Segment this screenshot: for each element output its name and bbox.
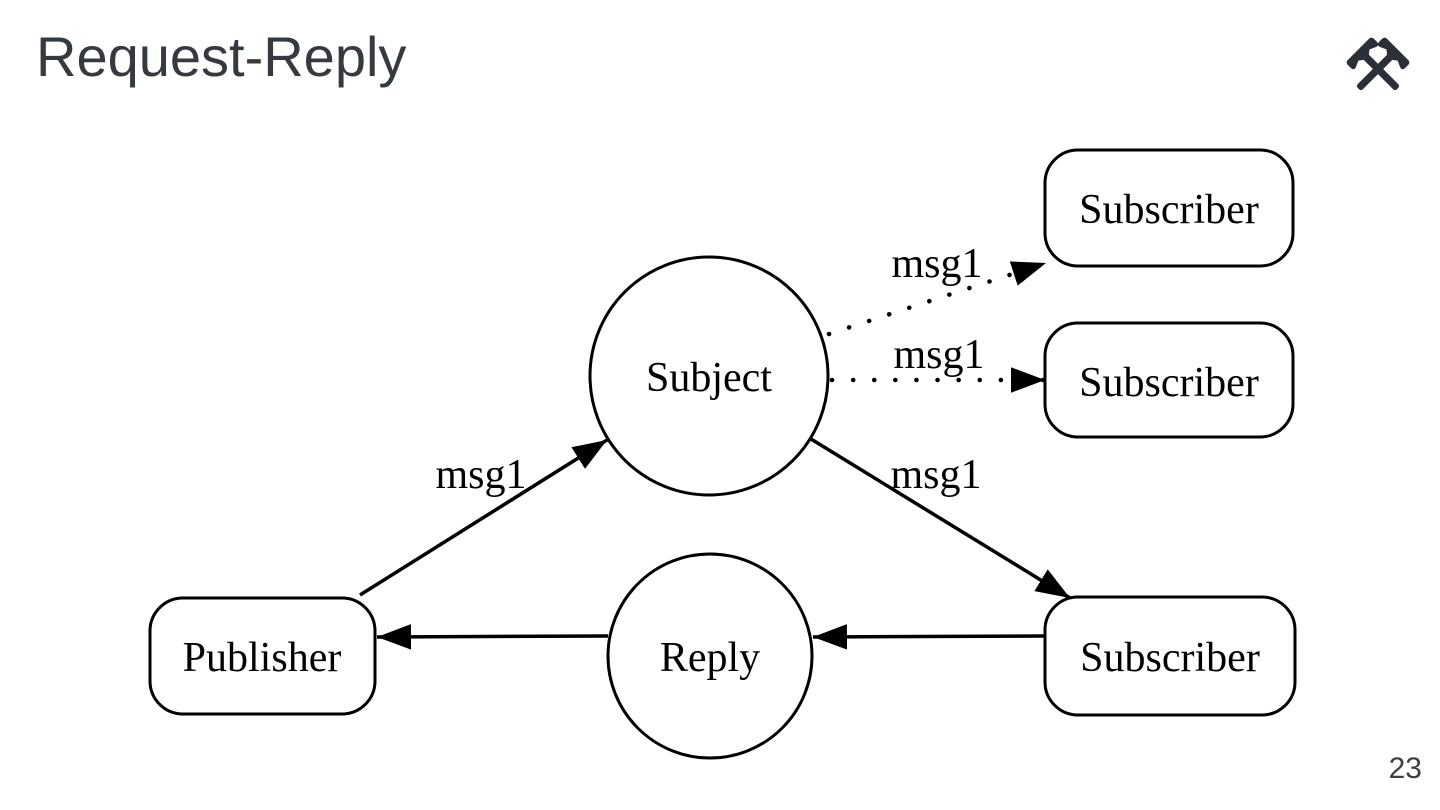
page-number: 23: [1388, 752, 1422, 785]
edge-subject-to-subscriber-bottom: [810, 437, 1071, 600]
edge-reply-to-publisher: [376, 624, 609, 650]
edge-subject-to-subscriber-top: [826, 260, 1049, 337]
node-subscriber-top: [1043, 148, 1295, 268]
node-reply-label: Reply: [660, 635, 760, 681]
node-reply: [606, 552, 814, 760]
crossed-hammers-glyph: [1346, 37, 1410, 91]
node-subscriber-middle-label: Subscriber: [1079, 360, 1259, 406]
node-publisher-label: Publisher: [183, 635, 342, 681]
node-subscriber-top-label: Subscriber: [1079, 187, 1259, 233]
node-subscriber-bottom: [1043, 595, 1297, 717]
edge-label-subject-subscriber-top: msg1: [891, 241, 982, 287]
node-subject-label: Subject: [646, 355, 772, 401]
crossed-hammers-icon: [1343, 36, 1413, 102]
edge-label-subject-subscriber-bottom: msg1: [890, 452, 981, 498]
edge-publisher-to-subject: [359, 438, 608, 597]
edge-label-subject-subscriber-middle: msg1: [893, 332, 984, 378]
node-publisher: [148, 596, 377, 716]
node-subscriber-bottom-label: Subscriber: [1080, 635, 1260, 681]
edge-subscriber-bottom-to-reply: [812, 624, 1046, 650]
node-subject: [588, 255, 830, 497]
page-title: Request-Reply: [36, 25, 407, 88]
edge-label-publisher-subject: msg1: [435, 452, 526, 498]
